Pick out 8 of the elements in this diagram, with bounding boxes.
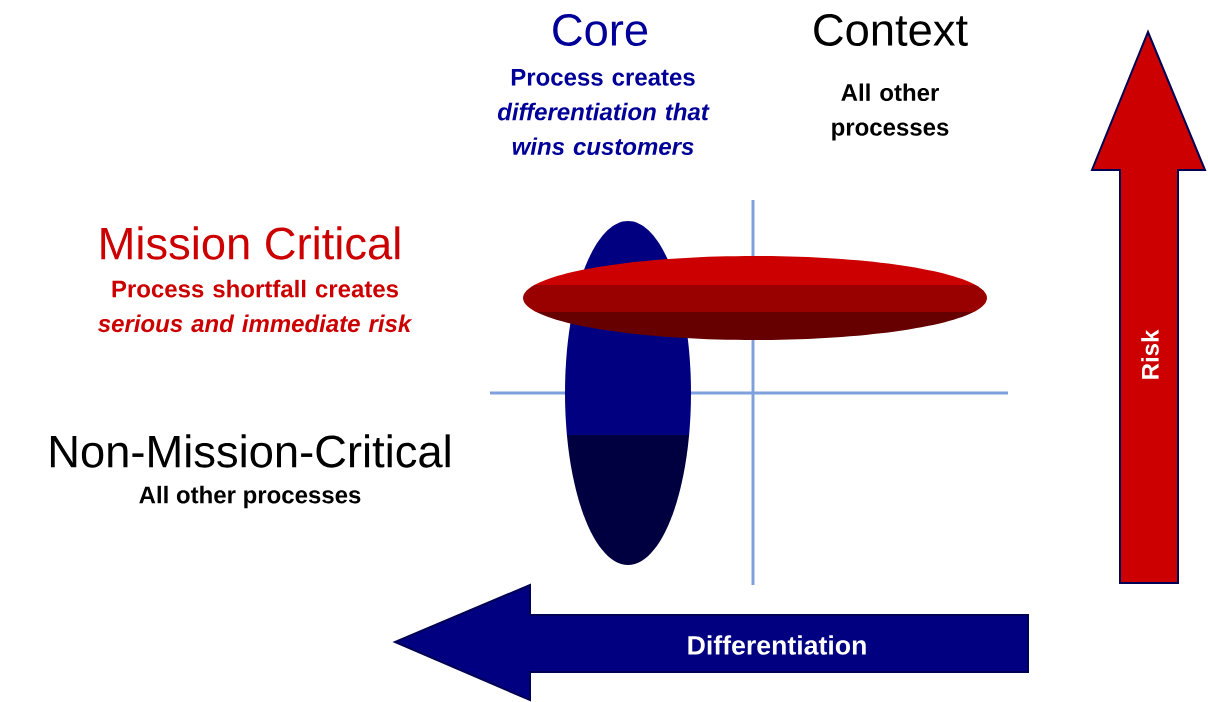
description: All other processes [832,83,949,141]
description: Process creates differentiation that wins customers [497,68,710,156]
heading: Mission Critical [101,226,400,260]
heading: Context [814,13,968,47]
heading: Core [553,13,648,47]
description: Process shortfall creates serious and immediate risk [98,279,413,333]
description: All other processes [139,485,361,509]
heading: Non-Mission-Critical [50,434,450,468]
